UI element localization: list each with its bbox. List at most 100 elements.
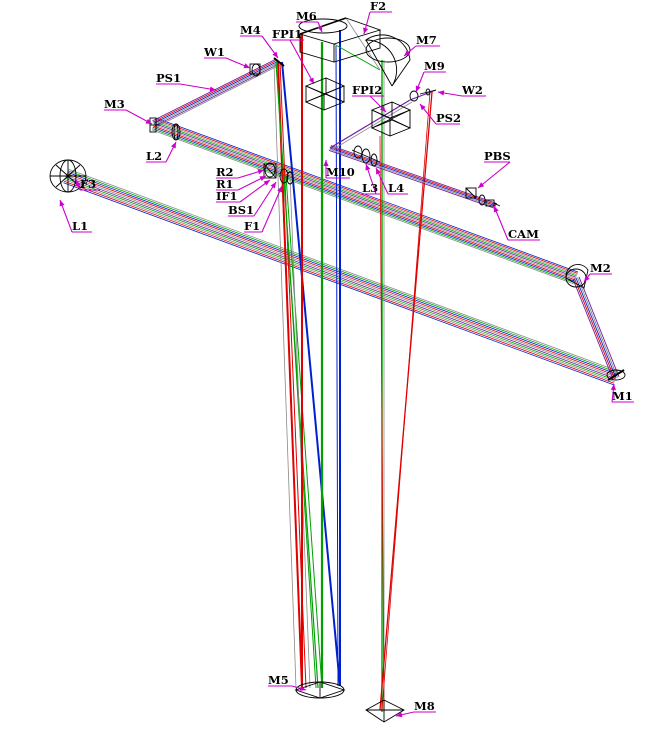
label-m7: M7 [416,33,437,47]
beam-ray [152,126,575,282]
beam-ray [328,150,496,209]
beam-ray [63,182,614,386]
beam-ray [156,117,579,273]
beam-ray [281,61,341,687]
label-l3: L3 [362,181,378,195]
label-leader-line [253,181,277,217]
label-l1: L1 [72,219,88,233]
beam-ray [329,147,497,207]
leader-arrowhead [420,104,426,111]
leader-arrowhead [365,164,371,171]
leader-arrowhead [75,180,81,187]
beam-ray [155,119,578,274]
beam-ray [289,175,311,689]
beam-ray [379,135,385,713]
beam-ray [330,145,498,204]
label-cam: CAM [508,227,539,241]
label-m9: M9 [424,59,445,73]
leader-arrowhead [259,176,266,182]
label-m8: M8 [414,699,435,713]
beam-ray [330,146,497,206]
beam-ray [154,62,279,126]
leader-arrowhead [272,51,278,58]
beam-ray [152,128,575,283]
beam-ray [155,64,280,128]
beam-bundle-vertical [299,17,433,713]
label-ps1: PS1 [156,71,181,85]
beam-ray [577,277,618,378]
leader-arrowhead [170,142,176,149]
leader-arrowhead [299,685,306,691]
beam-ray [154,122,577,278]
label-leader-line [477,161,511,189]
beam-ray [66,173,617,377]
beam-ray [155,120,578,276]
label-f1: F1 [244,219,260,233]
label-m2: M2 [590,261,611,275]
beam-ray [285,175,323,689]
label-bs1: BS1 [228,203,254,217]
label-fpi1: FPI1 [272,27,302,41]
mirror-m7 [364,34,411,87]
label-leader-lines [59,11,634,718]
pbs-camera [465,187,501,207]
leader-arrowhead [363,27,369,34]
label-f3: F3 [80,177,96,191]
leader-arrowhead [270,182,276,189]
mirror-m5 [294,681,346,699]
beam-ray [68,168,619,372]
label-m10: M10 [326,165,355,179]
leader-arrowhead [59,200,65,207]
leader-arrowhead [396,712,403,718]
beam-ray [335,45,339,687]
mirror-m10-lenses [351,145,381,167]
leader-arrowhead [610,384,616,391]
label-l2: L2 [146,149,162,163]
leader-arrowhead [317,25,323,32]
leader-arrowhead [308,77,314,84]
label-pbs: PBS [484,149,511,163]
label-leader-line [289,39,315,85]
leader-arrowhead [415,85,421,92]
label-m1: M1 [612,389,633,403]
beam-ray [273,63,297,689]
beam-ray [572,279,614,380]
fabry-perot-fpi1 [304,77,346,111]
mirror-m9 [409,88,437,102]
label-w2: W2 [461,83,483,97]
beam-bundle-l1-to-m1 [63,168,619,386]
mirror-m1 [606,369,626,381]
beam-ray [152,59,278,123]
leader-arrowhead [277,186,282,193]
label-m4: M4 [240,23,261,37]
element-cluster-bs1 [263,162,294,185]
leader-arrowhead [243,63,250,69]
label-leader-line [179,83,217,91]
leader-arrowhead [376,168,381,175]
label-m5: M5 [268,673,289,687]
leader-arrowhead [323,160,329,166]
mirror-m4 [273,57,285,67]
fabry-perot-fpi2 [370,101,412,137]
label-fpi2: FPI2 [352,83,382,97]
beam-ray [409,89,437,101]
label-leader-line [261,185,283,233]
leader-arrowhead [257,169,264,175]
label-leader-line [493,205,509,241]
beam-ray [67,170,619,374]
beam-ray [277,61,303,689]
beam-ray [574,278,615,379]
lens-l2 [171,123,181,141]
beam-ray [578,276,620,377]
label-leader-line [239,179,271,203]
beam-ray [153,124,576,280]
leader-arrowhead [209,86,216,92]
beam-ray [333,43,381,71]
beam-ray [575,277,617,379]
leader-arrowhead [263,180,270,186]
label-f2: F2 [370,0,386,13]
beam-ray [329,99,411,149]
beam-ray [275,61,319,689]
label-m6: M6 [296,9,317,23]
